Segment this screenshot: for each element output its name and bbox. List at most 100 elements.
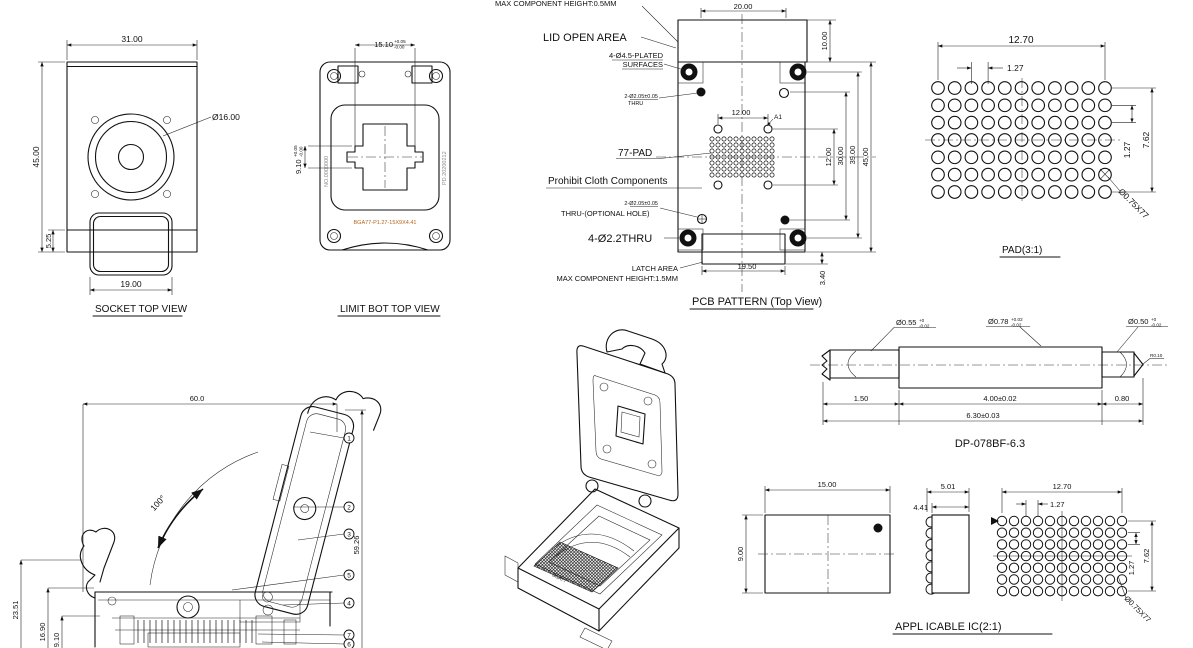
pad-circle: [1020, 539, 1032, 550]
socket-view-label: SOCKET TOP VIEW: [95, 304, 188, 315]
dim-dia050-tolup: +0: [1151, 317, 1157, 322]
pad-circle: [769, 166, 775, 172]
pad-circle: [709, 154, 715, 160]
pad-circle: [1092, 539, 1104, 550]
pad-circle: [931, 98, 945, 113]
callout-number: 3: [347, 531, 351, 538]
note-thru1-a: 2-Ø2.05±0.05: [624, 94, 658, 100]
pad-circle: [727, 160, 733, 166]
dim-400: 4.00±0.02: [983, 394, 1016, 403]
note-77pad: 77-PAD: [618, 148, 652, 159]
pad-detail-view: 12.70 1.27 7.62 1.27 Ø0.75X77 PAD(3:1): [925, 35, 1156, 258]
pad-circle: [1098, 81, 1112, 95]
dim-12-top: 12.00: [732, 108, 751, 117]
pad-circle: [1081, 150, 1096, 165]
pad-circle: [1098, 115, 1112, 130]
callout-number: 4: [347, 600, 351, 607]
pad-circle: [1068, 574, 1080, 585]
pad-circle: [733, 172, 739, 178]
pad-circle: [715, 136, 721, 142]
pad-circle: [769, 148, 775, 154]
callout-leader: [261, 641, 345, 645]
pad-circle: [727, 142, 733, 148]
pad-circle: [947, 98, 962, 113]
pad-circle: [1048, 98, 1062, 113]
dim-pad-762: 7.62: [1141, 131, 1151, 148]
callout-number: 1: [347, 435, 351, 442]
callout-balloon: [343, 432, 355, 444]
pad-circle: [1068, 586, 1080, 597]
pad-circle: [739, 154, 745, 160]
pad-circle: [947, 115, 962, 130]
pad-circle: [1031, 150, 1046, 165]
callout-number: 6: [347, 641, 351, 648]
pad-circle: [745, 160, 751, 166]
dim-910-side: 9.10: [52, 633, 61, 648]
pad-circle: [745, 148, 751, 154]
dim-ic-762: 7.62: [1142, 549, 1151, 564]
pad-circle: [1014, 98, 1029, 113]
note-plated-1: 4-Ø4.5-PLATED: [609, 51, 664, 60]
dim-dia16: Ø16.00: [212, 112, 240, 122]
pad-circle: [739, 160, 745, 166]
pad-circle: [1104, 574, 1116, 585]
pad-circle: [751, 136, 757, 142]
note-latch-2: MAX COMPONENT HEIGHT:1.5MM: [556, 274, 678, 283]
side-lid: [254, 390, 382, 615]
pad-circle: [947, 185, 962, 199]
dim-pad-127a: 1.27: [1007, 63, 1024, 73]
dim-1690: 16.90: [38, 623, 47, 642]
pad-circle: [1032, 562, 1044, 573]
pad-circle: [1008, 586, 1020, 597]
pad-circle: [709, 142, 715, 148]
pad-circle: [931, 150, 945, 165]
pad-circle: [947, 133, 962, 147]
pad-circle: [1048, 133, 1062, 147]
pad-circle: [763, 148, 769, 154]
pad-circle: [1032, 515, 1044, 527]
pad-circle: [931, 167, 945, 182]
side-base-latch-lever: [79, 527, 116, 599]
pad-circle: [715, 148, 721, 154]
pad-circle: [1092, 574, 1104, 585]
limit-finger-groove: [341, 242, 429, 251]
pad-circle: [739, 166, 745, 172]
callout-balloon: [343, 597, 355, 609]
pad-circle: [996, 574, 1008, 585]
pad-circle: [709, 136, 715, 142]
note-lid-open: LID OPEN AREA: [543, 32, 627, 44]
pad-circle: [1048, 167, 1062, 182]
pad-circle: [709, 172, 715, 178]
dim-ic-1500: 15.00: [818, 480, 837, 489]
pad-circle: [745, 136, 751, 142]
pad-circle: [1098, 185, 1112, 199]
note-thru2-b: THRU-(OPTIONAL HOLE): [561, 209, 650, 218]
pad-circle: [715, 172, 721, 178]
dim-ic-127b: 1.27: [1127, 561, 1136, 576]
pad-circle: [1031, 185, 1046, 199]
dim-630: 6.30±0.03: [966, 411, 999, 420]
pad-circle: [1098, 150, 1112, 165]
pad-circle: [1081, 133, 1096, 147]
pad-circle: [1008, 562, 1020, 573]
dim-1000: 10.00: [820, 32, 829, 51]
socket-lid-circles: [87, 113, 175, 201]
limit-part-number: BGA77-P1.27-15X9X4.41: [354, 220, 417, 226]
pad-circle: [1081, 185, 1096, 199]
pad-circle: [733, 142, 739, 148]
pad-circle: [1032, 539, 1044, 550]
pad-circle: [763, 160, 769, 166]
dim-dia078-toldn: -0.02: [1011, 323, 1022, 328]
pad-circle: [997, 150, 1012, 165]
callout-leader: [257, 633, 345, 636]
pad-circle: [1008, 527, 1020, 538]
pad-circle: [1044, 539, 1056, 550]
pad-circle: [1116, 515, 1128, 527]
limit-body-outline: [319, 61, 451, 251]
dim-3000: 30.00: [836, 147, 845, 166]
pad-circle: [1068, 539, 1080, 550]
pad-circle: [1098, 167, 1112, 182]
pad-circle: [947, 81, 962, 95]
pad-circle: [1008, 574, 1020, 585]
